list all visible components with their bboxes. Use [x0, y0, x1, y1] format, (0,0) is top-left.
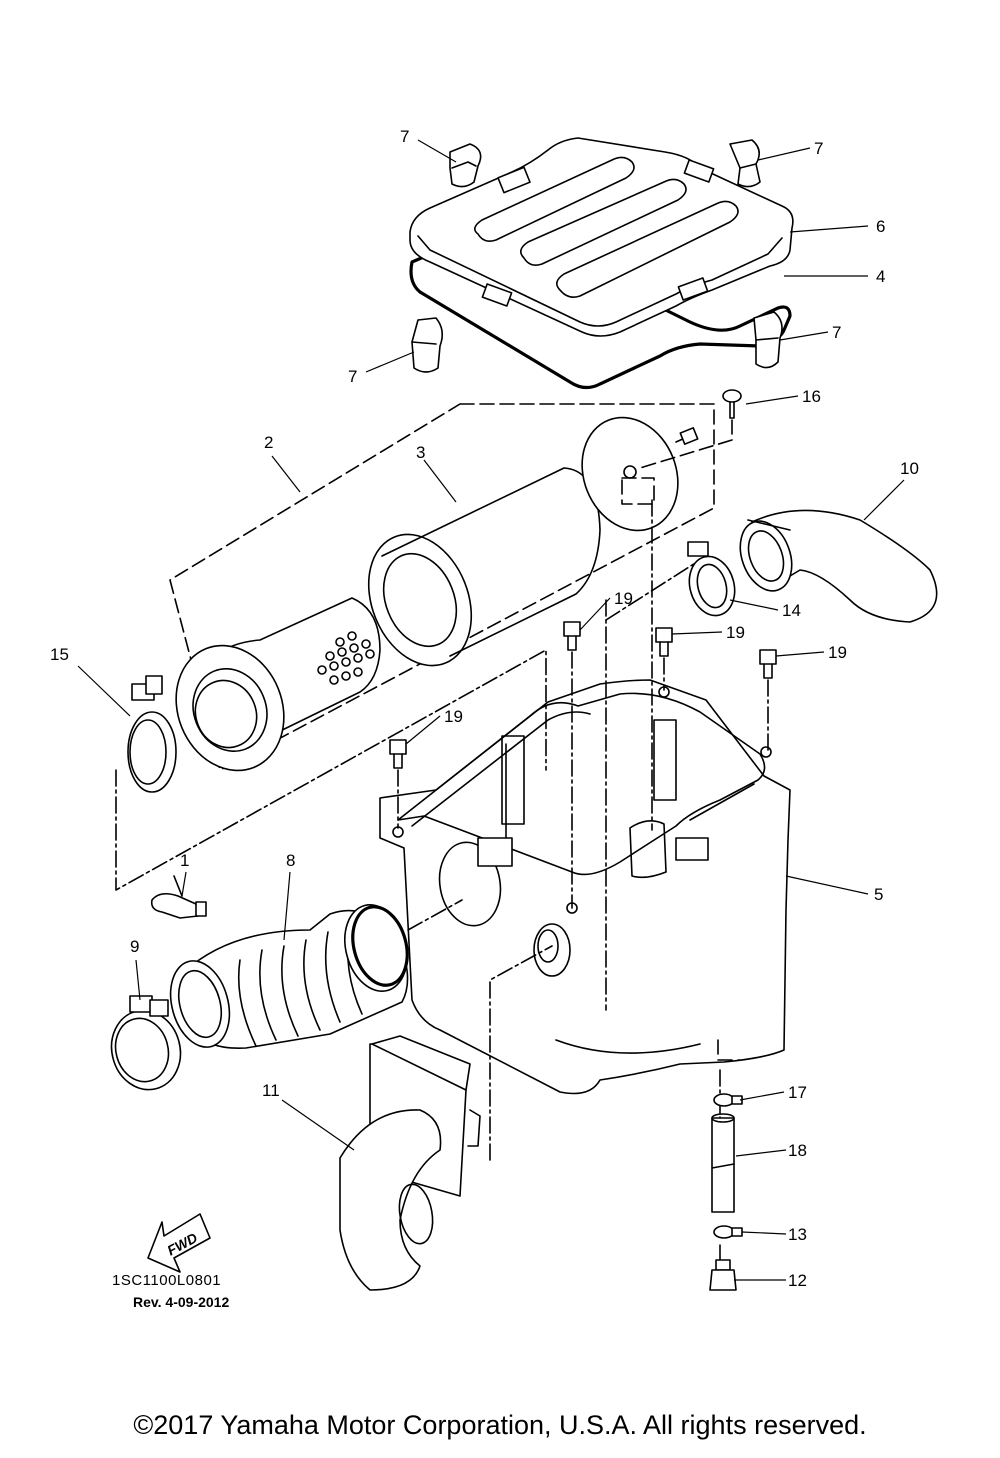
callout-3: 3 — [416, 443, 425, 462]
filter-holes — [317, 631, 375, 685]
part-19-bolt-a — [563, 621, 581, 909]
copyright-notice: ©2017 Yamaha Motor Corporation, U.S.A. A… — [133, 1410, 867, 1440]
part-7-clip-top-right — [729, 139, 761, 188]
callout-5: 5 — [874, 885, 883, 904]
part-7-clip-bottom-left — [411, 317, 444, 373]
part-2-assembly-boundary — [169, 403, 715, 771]
callout-8: 8 — [286, 851, 295, 870]
callout-14: 14 — [782, 601, 801, 620]
part-19-bolt-b — [655, 627, 673, 691]
part-11-intake-duct — [339, 1035, 481, 1291]
callout-18: 18 — [788, 1141, 807, 1160]
callout-19-b: 19 — [726, 623, 745, 642]
air-cleaner-parts-diagram: FWD — [50, 127, 938, 1291]
leader-lines — [77, 139, 905, 1281]
part-7-clip-top-left — [449, 143, 482, 188]
callout-10: 10 — [900, 459, 919, 478]
callout-19-c: 19 — [828, 643, 847, 662]
filter-end-cap — [581, 416, 699, 532]
part-3-filter-element — [367, 467, 601, 667]
part-16-screw — [639, 389, 742, 469]
callout-1: 1 — [180, 851, 189, 870]
part-19-bolt-c — [759, 649, 777, 751]
callout-15: 15 — [50, 645, 69, 664]
part-9-clamp — [110, 995, 182, 1091]
callout-11: 11 — [262, 1081, 280, 1100]
part-6-cover — [409, 137, 794, 337]
callout-7-top-left: 7 — [400, 127, 409, 146]
callout-17: 17 — [788, 1083, 807, 1102]
part-19-bolt-d — [389, 739, 407, 829]
callout-16: 16 — [802, 387, 821, 406]
part-5-air-case — [379, 679, 791, 1095]
revision-date: Rev. 4-09-2012 — [133, 1294, 230, 1310]
fwd-arrow-icon: FWD — [147, 1213, 211, 1273]
part-1-fitting — [150, 875, 207, 919]
part-10-duct — [739, 509, 938, 623]
part-18-hose — [711, 1113, 735, 1213]
callout-labels: 1 2 3 4 5 6 7 7 7 7 8 9 10 11 12 13 14 1… — [50, 127, 919, 1290]
centerline-joint — [407, 899, 463, 931]
callout-19-d: 19 — [444, 707, 463, 726]
callout-9: 9 — [130, 937, 139, 956]
drawing-code: 1SC1100L0801 — [112, 1272, 222, 1289]
callout-7-bottom-right: 7 — [832, 323, 841, 342]
callout-7-bottom-left: 7 — [348, 367, 357, 386]
centerline-duct — [605, 559, 701, 621]
callout-12: 12 — [788, 1271, 807, 1290]
part-8-joint — [169, 903, 409, 1049]
callout-7-top-right: 7 — [814, 139, 823, 158]
callout-2: 2 — [264, 433, 273, 452]
part-12-cap — [709, 1259, 737, 1291]
part-13-clip — [713, 1225, 743, 1239]
part-17-clip — [713, 1093, 743, 1107]
callout-13: 13 — [788, 1225, 807, 1244]
part-14-clamp — [687, 541, 736, 617]
part-15-clamp — [127, 675, 177, 793]
callout-19-a: 19 — [614, 589, 633, 608]
part-2-inner-element — [175, 597, 381, 772]
callout-6: 6 — [876, 217, 885, 236]
part-7-clip-bottom-right — [753, 311, 783, 369]
centerline-intake — [489, 945, 553, 1161]
callout-4: 4 — [876, 267, 885, 286]
centerline-left — [115, 649, 547, 891]
